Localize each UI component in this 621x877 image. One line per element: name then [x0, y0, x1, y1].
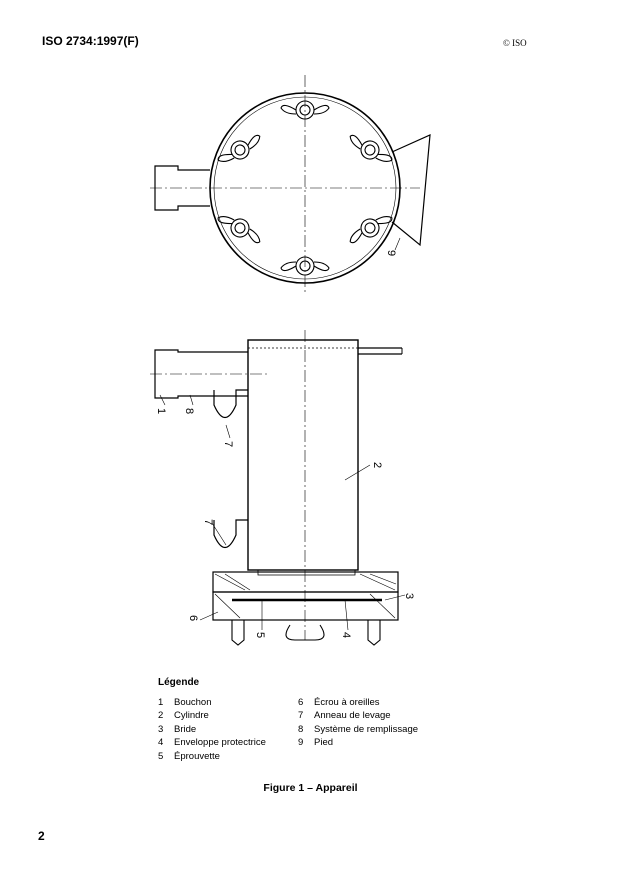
wing-nuts-top	[217, 100, 393, 276]
copyright-notice: © ISO	[503, 38, 527, 48]
callout-6: 6	[187, 615, 199, 621]
callout-1: 1	[155, 408, 167, 414]
callout-8: 8	[183, 408, 195, 414]
side-view: 1 8 7 2 7 3 6 5 4	[150, 330, 415, 646]
standard-header: ISO 2734:1997(F)	[42, 34, 139, 48]
callout-4: 4	[340, 632, 352, 638]
top-view: 9	[150, 75, 431, 295]
page-number: 2	[38, 829, 45, 843]
callout-3: 3	[403, 593, 415, 599]
legend-title: Légende	[158, 677, 200, 688]
callout-2: 2	[371, 462, 383, 468]
callout-9: 9	[385, 250, 397, 256]
callout-5: 5	[254, 632, 266, 638]
figure-caption: Figure 1 – Appareil	[263, 782, 358, 794]
callout-7a: 7	[222, 441, 234, 447]
callout-7b: 7	[202, 519, 214, 525]
